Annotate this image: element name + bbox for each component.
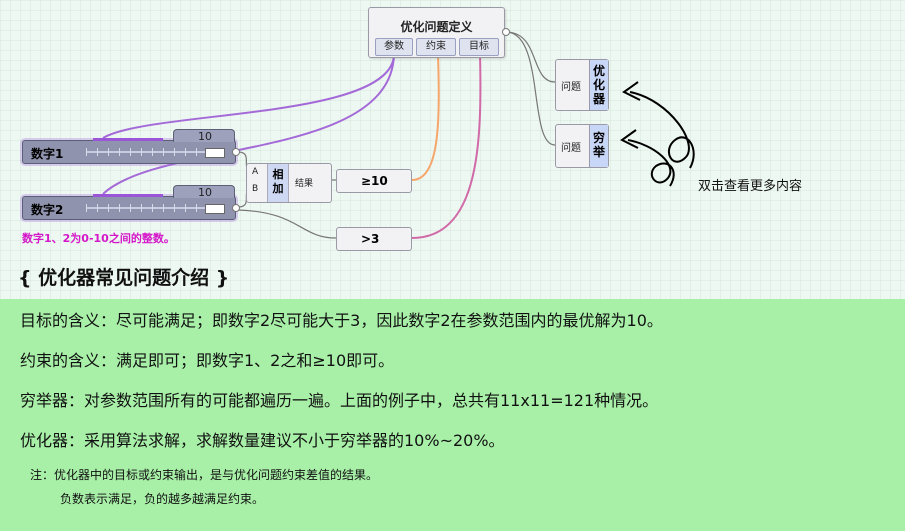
slider-1-output-port[interactable]: [232, 148, 240, 156]
wire-objective: [411, 53, 482, 239]
enumerator-node[interactable]: 问题 穷举: [555, 124, 609, 168]
slider-2-ticks: [86, 204, 205, 212]
slider-number-1[interactable]: 10 数字1: [22, 129, 236, 164]
add-title-text: 相加: [272, 168, 284, 195]
hand-arrow-1-head: [622, 81, 641, 101]
add-node[interactable]: A B 相加 结果: [246, 163, 332, 203]
range-note: 数字1、2为0-10之间的整数。: [22, 232, 175, 245]
constraint-tab[interactable]: 约束: [416, 38, 456, 56]
footnote-line-2: 负数表示满足，负的越多越满足约束。: [60, 492, 265, 506]
optimizer-title: 优化器: [589, 60, 608, 110]
explanation-panel: 目标的含义：尽可能满足；即数字2尽可能大于3，因此数字2在参数范围内的最优解为1…: [0, 299, 905, 531]
definition-title: 优化问题定义: [400, 20, 473, 34]
add-title: 相加: [267, 164, 289, 202]
wire-param-1: [102, 53, 395, 139]
wire-slider2-gt3: [237, 209, 337, 239]
enumerator-title-text: 穷举: [592, 131, 605, 159]
slider-2-label: 数字2: [31, 203, 64, 217]
explanation-line-constraint: 约束的含义：满足即可；即数字1、2之和≥10即可。: [20, 351, 395, 370]
wire-def-enumerator: [505, 31, 556, 146]
param-tab[interactable]: 参数: [375, 38, 413, 56]
slider-1-value-tab: [173, 129, 235, 142]
hand-arrow-1: [629, 91, 695, 169]
definition-output-port[interactable]: [502, 28, 510, 36]
optimizer-title-text: 优化器: [592, 64, 605, 106]
objective-tab[interactable]: 目标: [459, 38, 499, 56]
add-input-b[interactable]: B: [252, 184, 259, 194]
section-heading: { 优化器常见问题介绍 }: [18, 267, 230, 289]
slider-1-value: 10: [198, 130, 212, 143]
hand-arrow-2-head: [620, 129, 639, 149]
double-click-hint: 双击查看更多内容: [698, 179, 803, 194]
explanation-line-optimizer: 优化器：采用算法求解，求解数量建议不小于穷举器的10%~20%。: [20, 431, 505, 450]
slider-1-label: 数字1: [31, 147, 64, 161]
add-output[interactable]: 结果: [295, 179, 314, 189]
optimizer-node[interactable]: 问题 优化器: [555, 59, 609, 111]
footnote-line-1: 注：优化器中的目标或约束输出，是与优化问题约束差值的结果。: [30, 468, 379, 482]
slider-2-knob[interactable]: [205, 204, 225, 214]
compare-gt3-node[interactable]: >3: [336, 227, 412, 251]
wire-def-optimizer: [505, 31, 556, 83]
slider-1-edge: [93, 138, 163, 141]
slider-2-output-port[interactable]: [232, 204, 240, 212]
add-input-a[interactable]: A: [252, 167, 259, 177]
slider-1-knob[interactable]: [205, 148, 225, 158]
slider-number-2[interactable]: 10 数字2: [22, 185, 236, 220]
explanation-line-enumerator: 穷举器：对参数范围所有的可能都遍历一遍。上面的例子中，总共有11x11=121种…: [20, 391, 659, 410]
slider-1-ticks: [86, 148, 205, 156]
compare-ge10-node[interactable]: ≥10: [336, 169, 412, 193]
wire-constraint: [411, 53, 440, 181]
slider-2-value: 10: [198, 186, 212, 199]
explanation-line-objective: 目标的含义：尽可能满足；即数字2尽可能大于3，因此数字2在参数范围内的最优解为1…: [20, 311, 663, 330]
hand-arrow-2: [627, 139, 675, 187]
enumerator-input[interactable]: 问题: [561, 143, 581, 154]
optimizer-input[interactable]: 问题: [561, 82, 581, 93]
optimization-definition-node[interactable]: 优化问题定义 参数 约束 目标: [368, 7, 505, 58]
slider-2-edge: [93, 194, 163, 197]
enumerator-title: 穷举: [589, 125, 608, 167]
slider-2-value-tab: [173, 185, 235, 198]
